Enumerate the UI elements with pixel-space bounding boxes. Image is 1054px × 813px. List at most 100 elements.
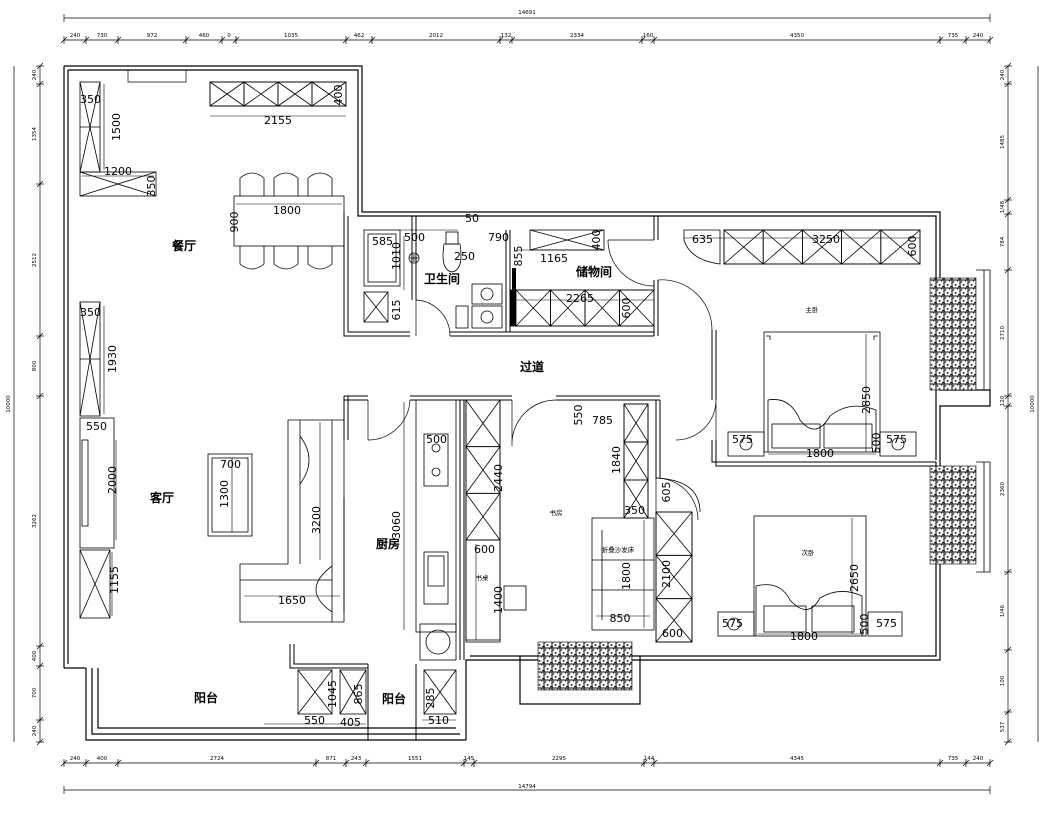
bottom-dim-label: 735 <box>948 756 959 762</box>
top-dim-label: 132 <box>501 33 512 39</box>
bottom-dim-label: 240 <box>70 756 81 762</box>
bottom-dim-label: 144 <box>644 756 655 762</box>
dim-400-b: 400 <box>590 230 603 251</box>
dim-1045: 1045 <box>326 680 339 708</box>
dim-550-c: 550 <box>304 714 325 727</box>
dim-3250: 3250 <box>812 233 840 246</box>
left-dim-label: 1354 <box>32 127 38 141</box>
right-dim-label: 784 <box>1000 236 1006 247</box>
dim-600-b: 600 <box>906 236 919 257</box>
dim-285: 285 <box>424 688 437 709</box>
dim-1800-table: 1800 <box>273 204 301 217</box>
top-dim-label: 1035 <box>284 33 298 39</box>
dim-350-d: 350 <box>624 504 645 517</box>
left-total-dim: 10000 <box>6 395 12 413</box>
right-dim-label: 2710 <box>1000 326 1006 340</box>
dim-605: 605 <box>660 482 673 503</box>
top-dim-label: 2334 <box>570 33 584 39</box>
dim-1800-sofa: 1800 <box>620 562 633 590</box>
top-dim-label: 160 <box>643 33 654 39</box>
room-label-bath: 卫生间 <box>424 271 460 286</box>
dim-1930: 1930 <box>106 345 119 373</box>
left-dimension-chain <box>13 62 44 746</box>
left-dim-label: 400 <box>32 650 38 661</box>
room-label-study: 书房 <box>550 508 563 517</box>
right-dim-label: 1/46 <box>1000 604 1006 617</box>
dim-400: 400 <box>332 85 345 106</box>
dim-2000: 2000 <box>106 466 119 494</box>
right-total-dim: 10000 <box>1030 395 1036 413</box>
dim-350: 350 <box>80 93 101 106</box>
dim-600: 600 <box>620 298 633 319</box>
dim-3060: 3060 <box>390 511 403 539</box>
dim-510: 510 <box>428 714 449 727</box>
room-label-dining: 餐厅 <box>172 238 196 253</box>
top-dim-label: 240 <box>973 33 984 39</box>
dim-500-c: 500 <box>426 433 447 446</box>
bottom-dim-label: 871 <box>326 756 337 762</box>
bottom-dim-label: 4345 <box>790 756 804 762</box>
dim-585: 585 <box>372 235 393 248</box>
dim-785: 785 <box>592 414 613 427</box>
room-labels: 餐厅 客厅 卫生间 储物间 过道 主卧 次卧 书房 厨房 阳台 阳台 折叠沙发床… <box>149 238 819 706</box>
dim-2650: 2650 <box>848 564 861 592</box>
dim-1500: 1500 <box>110 113 123 141</box>
dim-2100: 2100 <box>660 560 673 588</box>
dim-405: 405 <box>340 716 361 729</box>
dim-1400: 1400 <box>492 586 505 614</box>
top-dim-label: 462 <box>354 33 365 39</box>
left-dim-label: 800 <box>32 360 38 371</box>
bottom-dim-label: 145 <box>464 756 475 762</box>
dim-350-c: 350 <box>80 306 101 319</box>
dim-2155: 2155 <box>264 114 292 127</box>
doors <box>127 70 717 521</box>
top-dimension-chain <box>60 14 994 44</box>
right-dim-label: 120 <box>1000 395 1006 406</box>
dim-575-d: 575 <box>876 617 897 630</box>
balcony-stone-patch <box>929 277 977 391</box>
dim-575: 575 <box>732 433 753 446</box>
right-dim-label: 240 <box>1000 69 1006 80</box>
dim-600-c: 600 <box>474 543 495 556</box>
right-dim-label: 1485 <box>1000 135 1006 149</box>
top-dim-label: 460 <box>199 33 210 39</box>
room-label-second: 次卧 <box>802 548 816 557</box>
dim-550-b: 550 <box>572 405 585 426</box>
room-label-living: 客厅 <box>149 490 174 505</box>
dim-1800-bed1: 1800 <box>806 447 834 460</box>
furniture <box>79 81 921 715</box>
bottom-dim-label: 240 <box>973 756 984 762</box>
dim-550: 550 <box>86 420 107 433</box>
bottom-dim-label: 243 <box>351 756 362 762</box>
exterior-walls <box>63 65 991 741</box>
left-dim-label: 700 <box>32 687 38 698</box>
interior-dimension-values: 350 1500 1200 350 2155 400 900 1800 350 … <box>80 85 919 730</box>
top-dim-label: 730 <box>97 33 108 39</box>
dim-855: 855 <box>512 246 525 267</box>
dim-575-c: 575 <box>722 617 743 630</box>
dim-1300: 1300 <box>218 480 231 508</box>
right-dimension-chain <box>1004 62 1039 746</box>
dim-1155: 1155 <box>108 566 121 594</box>
dim-635: 635 <box>692 233 713 246</box>
balcony-stone-patch <box>537 641 633 691</box>
room-label-balcony-1: 阳台 <box>194 690 218 705</box>
left-dim-label: 3262 <box>32 514 38 528</box>
desk-label: 书桌 <box>476 573 490 582</box>
dim-250: 250 <box>454 250 475 263</box>
dim-790: 790 <box>488 231 509 244</box>
dim-1800-bed2: 1800 <box>790 630 818 643</box>
dim-2265: 2265 <box>566 292 594 305</box>
dim-600-d: 600 <box>662 627 683 640</box>
dim-575-b: 575 <box>886 433 907 446</box>
dim-3200: 3200 <box>310 506 323 534</box>
top-dim-label: 4350 <box>790 33 804 39</box>
dim-1840: 1840 <box>610 446 623 474</box>
top-dim-label: 2012 <box>429 33 443 39</box>
right-dim-label: 100 <box>1000 675 1006 686</box>
top-dim-label: 972 <box>147 33 158 39</box>
bottom-dim-label: 400 <box>97 756 108 762</box>
right-dim-label: 537 <box>1000 721 1006 732</box>
